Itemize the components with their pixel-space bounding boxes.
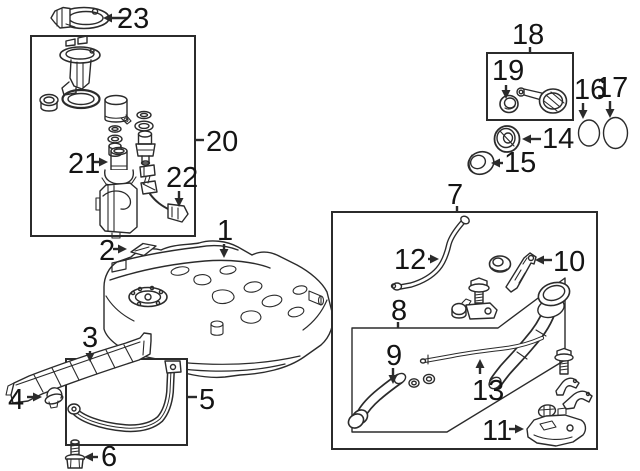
callout-12-label: 12 bbox=[394, 244, 426, 276]
callout-20[interactable]: 20 bbox=[196, 126, 238, 158]
callout-5[interactable]: 5 bbox=[188, 384, 215, 416]
callout-21-label: 21 bbox=[68, 148, 100, 180]
callout-16-label: 16 bbox=[574, 74, 606, 106]
callout-13[interactable]: 13 bbox=[472, 359, 504, 407]
callout-4[interactable]: 4 bbox=[8, 384, 42, 416]
callout-10-label: 10 bbox=[553, 246, 585, 278]
callout-17-label: 17 bbox=[596, 72, 628, 104]
callout-6[interactable]: 6 bbox=[84, 441, 117, 471]
callout-15-label: 15 bbox=[504, 147, 536, 179]
callout-9[interactable]: 9 bbox=[386, 340, 402, 384]
shield-clip-drawing bbox=[44, 387, 64, 409]
o-ring-small-drawing bbox=[577, 119, 601, 147]
callout-18[interactable]: 18 bbox=[512, 19, 544, 53]
callout-14[interactable]: 14 bbox=[522, 123, 574, 155]
callout-1-label: 1 bbox=[217, 215, 233, 247]
callout-15[interactable]: 15 bbox=[491, 147, 536, 179]
callout-19[interactable]: 19 bbox=[492, 55, 524, 99]
cap-gasket-drawing bbox=[499, 94, 519, 114]
breather-tube-drawing bbox=[419, 335, 545, 365]
pipe-bracket-drawing bbox=[505, 252, 537, 293]
pump-module-parts-drawing bbox=[39, 35, 189, 239]
tank-strap-drawing bbox=[67, 360, 182, 433]
callout-21[interactable]: 21 bbox=[68, 148, 108, 180]
callout-16[interactable]: 16 bbox=[574, 74, 606, 119]
callout-18-label: 18 bbox=[512, 19, 544, 51]
callout-2-label: 2 bbox=[99, 235, 115, 267]
callout-6-label: 6 bbox=[101, 441, 117, 471]
callout-4-label: 4 bbox=[8, 384, 24, 416]
callout-10[interactable]: 10 bbox=[535, 246, 585, 278]
callout-3-label: 3 bbox=[82, 322, 98, 354]
callout-11-label: 11 bbox=[482, 415, 512, 447]
pipe-valve-drawing bbox=[451, 298, 498, 320]
callout-19-label: 19 bbox=[492, 55, 524, 87]
callout-22-label: 22 bbox=[166, 162, 198, 194]
callout-11[interactable]: 11 bbox=[482, 415, 524, 447]
callout-8[interactable]: 8 bbox=[391, 295, 407, 328]
bracket-bolt-drawing bbox=[554, 347, 574, 375]
callout-20-label: 20 bbox=[206, 126, 238, 158]
fuel-cap-drawing bbox=[516, 87, 568, 114]
callout-9-label: 9 bbox=[386, 340, 402, 372]
callout-12[interactable]: 12 bbox=[394, 244, 439, 276]
pipe-bolt-drawing bbox=[468, 277, 490, 304]
pipe-grommet-drawing bbox=[488, 255, 512, 273]
callout-3[interactable]: 3 bbox=[82, 322, 98, 362]
callout-7-label: 7 bbox=[447, 179, 463, 211]
lock-ring-drawing bbox=[50, 6, 110, 30]
cap-ring-drawing bbox=[493, 125, 521, 153]
callout-8-label: 8 bbox=[391, 295, 407, 327]
fuel-tank-drawing bbox=[103, 240, 334, 379]
tank-cushion-pad-drawing bbox=[130, 242, 157, 257]
callout-17[interactable]: 17 bbox=[596, 72, 628, 118]
vent-tube-drawing bbox=[390, 215, 470, 291]
callout-2[interactable]: 2 bbox=[99, 235, 127, 267]
callout-23[interactable]: 23 bbox=[103, 3, 149, 35]
filler-pipe-drawing bbox=[488, 281, 571, 390]
callout-5-label: 5 bbox=[199, 384, 215, 416]
callout-14-label: 14 bbox=[542, 123, 574, 155]
callout-13-label: 13 bbox=[472, 375, 504, 407]
callout-23-label: 23 bbox=[117, 3, 149, 35]
callout-1[interactable]: 1 bbox=[217, 215, 233, 258]
callout-7[interactable]: 7 bbox=[447, 179, 463, 213]
pipe-seal-drawing bbox=[467, 150, 495, 176]
tank-shield-drawing bbox=[5, 332, 152, 404]
callout-22[interactable]: 22 bbox=[166, 162, 198, 207]
lower-bracket-drawing bbox=[526, 407, 587, 447]
o-ring-large-drawing bbox=[602, 116, 629, 150]
